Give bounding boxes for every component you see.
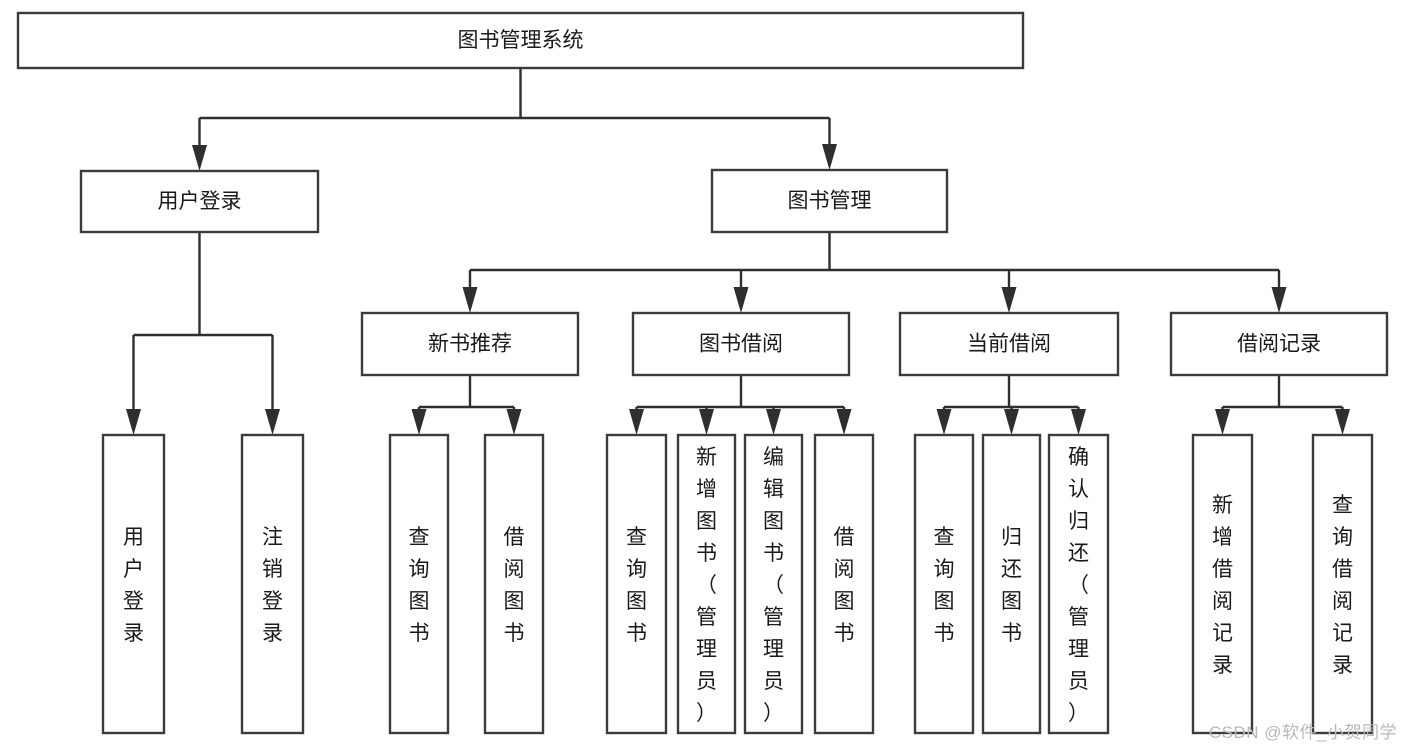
arrow-head-icon — [1215, 409, 1230, 435]
node-book-borrow[interactable]: 图书借阅 — [631, 311, 851, 377]
node-box — [913, 433, 975, 735]
node-leaf-add-book-admin[interactable]: 新增图书（管理员） — [676, 433, 737, 735]
node-label: 查询图书 — [934, 526, 955, 645]
connector-borrow-record-bus — [1215, 375, 1350, 435]
node-box — [981, 433, 1042, 735]
connector-book-borrow-bus — [629, 375, 852, 435]
arrow-head-icon — [192, 145, 207, 171]
node-box — [1047, 433, 1110, 735]
node-label: 用户登录 — [158, 190, 242, 213]
node-leaf-query-book-2[interactable]: 查询图书 — [605, 433, 668, 735]
arrow-head-icon — [766, 409, 781, 435]
node-label: 新增借阅记录 — [1212, 494, 1233, 677]
node-label: 借阅记录 — [1237, 333, 1321, 356]
arrow-head-icon — [629, 409, 644, 435]
node-box — [101, 433, 166, 735]
node-box — [1169, 311, 1389, 377]
node-label: 注销登录 — [262, 526, 283, 645]
node-leaf-query-borrow-record[interactable]: 查询借阅记录 — [1311, 433, 1374, 735]
connector-current-borrow-bus — [936, 375, 1086, 435]
node-user-login[interactable]: 用户登录 — [79, 169, 320, 234]
node-box — [710, 168, 949, 234]
node-label: 查询借阅记录 — [1332, 494, 1353, 677]
node-box — [388, 433, 450, 735]
arrow-head-icon — [506, 409, 522, 435]
arrow-head-icon — [836, 409, 852, 435]
node-label: 图书管理 — [788, 190, 872, 213]
arrow-head-icon — [1001, 287, 1017, 313]
node-leaf-query-book-3[interactable]: 查询图书 — [913, 433, 975, 735]
arrow-head-icon — [733, 287, 749, 313]
node-leaf-confirm-return-admin[interactable]: 确认归还（管理员） — [1047, 433, 1110, 735]
node-box — [240, 433, 305, 735]
connector-user-login-bus — [126, 232, 280, 435]
connector-new-book-rec-bus — [411, 375, 522, 435]
node-label: 新增图书（管理员） — [696, 446, 717, 725]
node-root-图书管理系统[interactable]: 图书管理系统 — [16, 11, 1025, 70]
node-leaf-add-borrow-record[interactable]: 新增借阅记录 — [1191, 433, 1254, 735]
node-new-book-rec[interactable]: 新书推荐 — [360, 311, 580, 377]
arrow-head-icon — [1335, 409, 1350, 435]
node-box — [483, 433, 545, 735]
arrow-head-icon — [126, 409, 141, 435]
node-label: 借阅图书 — [504, 526, 525, 645]
node-box — [79, 169, 320, 234]
arrow-head-icon — [1271, 287, 1287, 313]
connector-book-manage-bus — [462, 232, 1287, 313]
node-book-manage[interactable]: 图书管理 — [710, 168, 949, 234]
node-label: 查询图书 — [626, 526, 647, 645]
node-leaf-query-book-1[interactable]: 查询图书 — [388, 433, 450, 735]
connector-layer — [126, 68, 1350, 435]
arrow-head-icon — [822, 144, 837, 170]
arrow-head-icon — [265, 409, 280, 435]
node-leaf-borrow-book-1[interactable]: 借阅图书 — [483, 433, 545, 735]
node-label: 当前借阅 — [967, 333, 1051, 356]
arrow-head-icon — [1004, 409, 1019, 435]
node-leaf-return-book[interactable]: 归还图书 — [981, 433, 1042, 735]
arrow-head-icon — [936, 409, 952, 435]
node-box — [1311, 433, 1374, 735]
arrow-head-icon — [699, 409, 714, 435]
node-label: 确认归还（管理员） — [1068, 446, 1089, 725]
node-label: 图书借阅 — [699, 333, 783, 356]
node-box — [676, 433, 737, 735]
node-current-borrow[interactable]: 当前借阅 — [898, 311, 1120, 377]
node-box — [743, 433, 804, 735]
node-label: 借阅图书 — [834, 526, 855, 645]
node-box — [1191, 433, 1254, 735]
node-box — [813, 433, 875, 735]
node-leaf-edit-book-admin[interactable]: 编辑图书（管理员） — [743, 433, 804, 735]
node-box — [605, 433, 668, 735]
arrow-head-icon — [462, 287, 478, 313]
node-label: 查询图书 — [409, 526, 430, 645]
node-label: 新书推荐 — [428, 333, 512, 356]
arrow-head-icon — [411, 409, 427, 435]
node-label: 图书管理系统 — [458, 29, 584, 52]
node-box — [631, 311, 851, 377]
arrow-head-icon — [1071, 409, 1086, 435]
node-leaf-user-login[interactable]: 用户登录 — [101, 433, 166, 735]
node-label: 编辑图书（管理员） — [763, 446, 784, 725]
node-layer: 图书管理系统用户登录图书管理新书推荐图书借阅当前借阅借阅记录用户登录注销登录查询… — [16, 11, 1389, 735]
node-leaf-borrow-book-2[interactable]: 借阅图书 — [813, 433, 875, 735]
node-borrow-record[interactable]: 借阅记录 — [1169, 311, 1389, 377]
connector-root-bus — [192, 68, 837, 171]
node-label: 用户登录 — [123, 526, 144, 645]
node-label: 归还图书 — [1001, 526, 1022, 645]
node-leaf-logout-login[interactable]: 注销登录 — [240, 433, 305, 735]
node-box — [360, 311, 580, 377]
node-box — [16, 11, 1025, 70]
node-box — [898, 311, 1120, 377]
